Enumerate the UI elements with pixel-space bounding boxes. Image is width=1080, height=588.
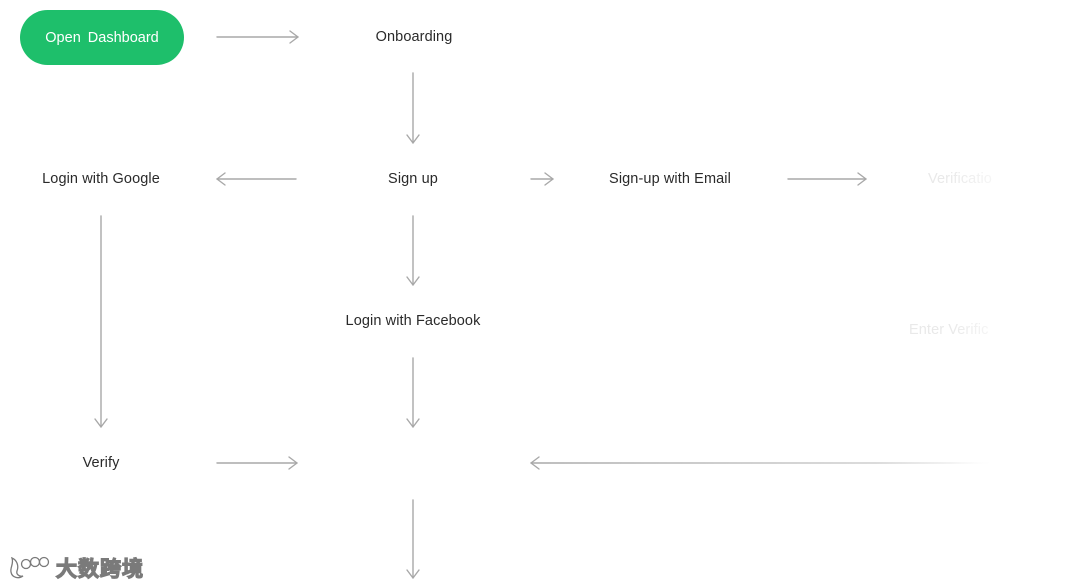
arrow-onboarding-to-signup [406,72,420,144]
open-dashboard-label: Open Dashboard [45,29,159,46]
node-verification: Verificatio [928,171,992,187]
node-enter-verification: Enter Verific [909,322,989,338]
node-login-google: Login with Google [42,171,160,187]
node-signup-email: Sign-up with Email [609,171,731,187]
open-dashboard-button[interactable]: Open Dashboard [20,10,184,65]
arrow-signup-to-google [216,172,297,186]
node-login-facebook: Login with Facebook [345,313,481,329]
node-onboarding: Onboarding [375,29,453,45]
arrow-email-to-verification [787,172,867,186]
watermark: 大数跨境 [8,553,144,583]
node-sign-up: Sign up [388,171,438,187]
arrow-signup-to-email [530,172,554,186]
arrow-dashboard-to-onboarding [216,30,299,44]
arrow-google-to-verify [94,215,108,428]
arrow-center-down [406,499,420,579]
arrow-right-to-center [530,456,991,470]
watermark-text: 大数跨境 [55,556,144,581]
arrow-signup-to-facebook [406,215,420,286]
brand-logo-icon [10,556,50,579]
arrow-verify-to-center [216,456,298,470]
node-verify: Verify [82,455,120,471]
arrow-facebook-down [406,357,420,428]
